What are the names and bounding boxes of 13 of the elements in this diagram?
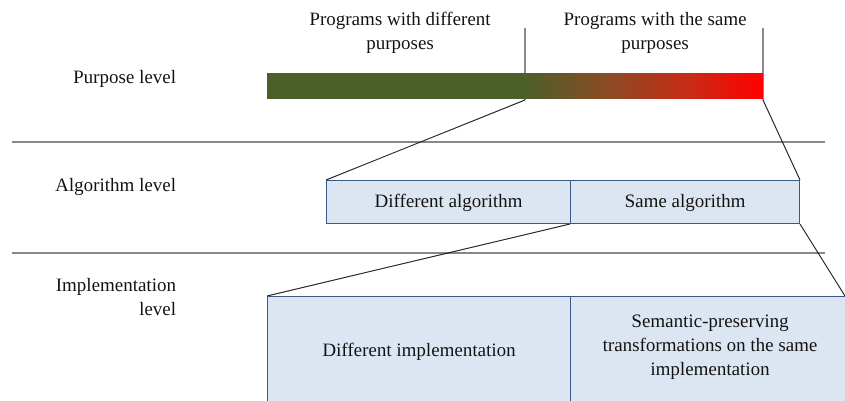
projection-line bbox=[800, 224, 845, 296]
segment-heading: Programs with the same purposes bbox=[562, 8, 748, 56]
level-label: Algorithm level bbox=[54, 174, 176, 198]
projection-line bbox=[326, 100, 526, 180]
level-box: Different implementation bbox=[267, 296, 571, 401]
projection-line bbox=[762, 100, 800, 180]
level-label: Implementation level bbox=[54, 274, 176, 322]
level-box: Semantic-preserving transformations on the same implementation bbox=[570, 296, 845, 401]
level-box: Different algorithm bbox=[326, 180, 571, 224]
projection-line bbox=[266, 224, 570, 296]
level-box: Same algorithm bbox=[570, 180, 800, 224]
level-label: Purpose level bbox=[72, 66, 176, 90]
segment-heading: Programs with different purposes bbox=[308, 8, 492, 56]
